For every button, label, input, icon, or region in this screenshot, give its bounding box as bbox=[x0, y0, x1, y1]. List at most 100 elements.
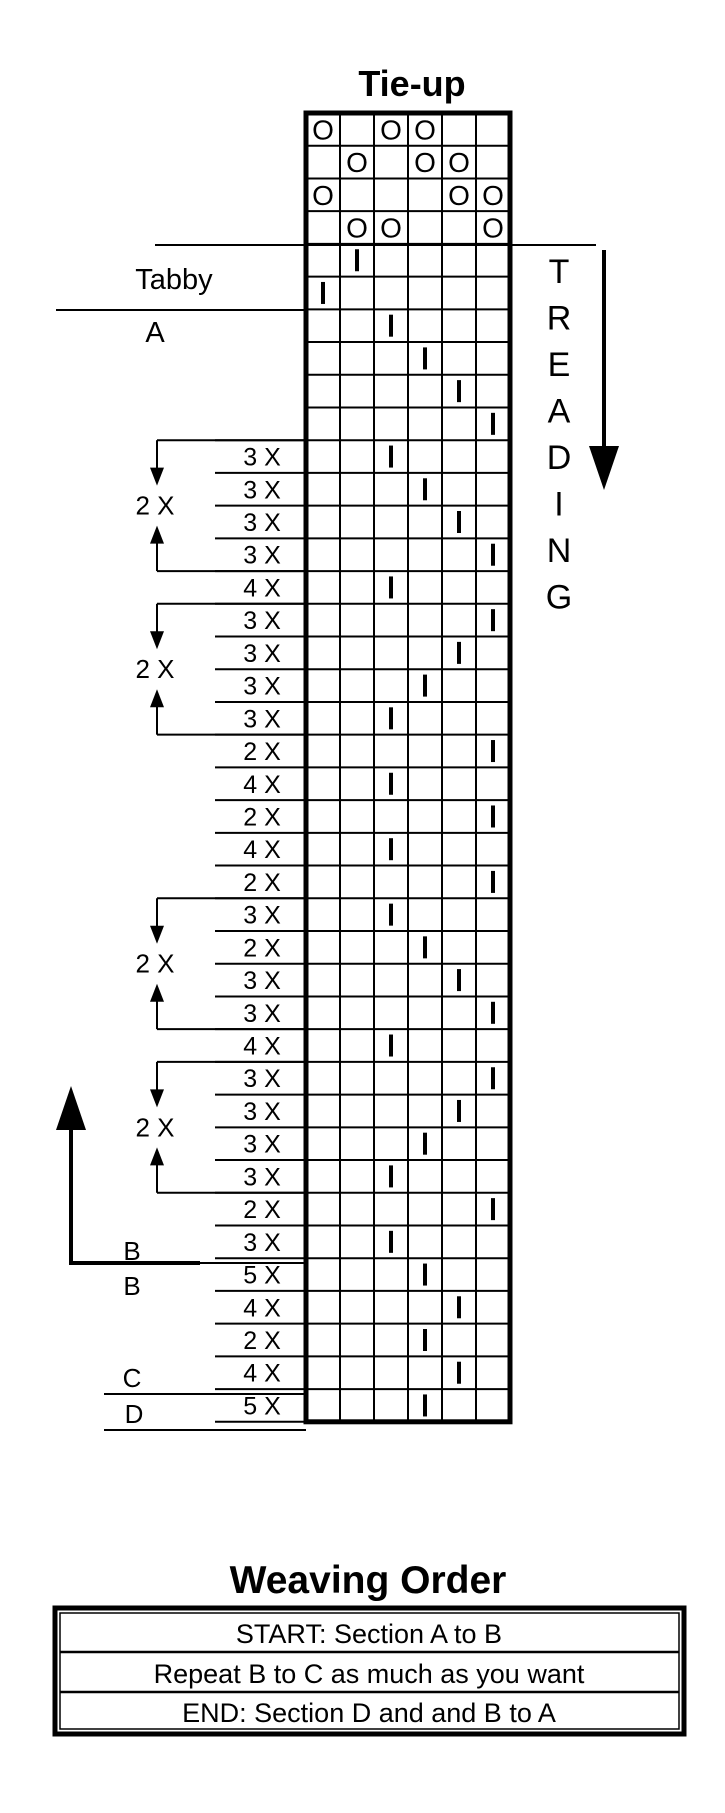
treadle-mark bbox=[457, 1099, 461, 1122]
repeat-group-bracket: 2 X bbox=[135, 602, 304, 736]
repeat-count-label: 2 X bbox=[243, 869, 281, 897]
treadling-letter: A bbox=[548, 393, 571, 431]
repeat-count-label: 3 X bbox=[243, 1000, 281, 1028]
repeat-count-label: 3 X bbox=[243, 967, 281, 995]
repeat-group-label: 2 X bbox=[135, 654, 174, 684]
treadle-mark bbox=[389, 1034, 393, 1057]
repeat-count-label: 3 X bbox=[243, 902, 281, 930]
treadling-marks bbox=[321, 249, 495, 1417]
repeat-count-label: 3 X bbox=[243, 509, 281, 537]
treadle-mark bbox=[491, 740, 495, 763]
treadle-mark bbox=[491, 412, 495, 435]
repeat-count-label: 2 X bbox=[243, 1196, 281, 1224]
section-b-label-upper: B bbox=[123, 1236, 140, 1266]
tieup-mark: O bbox=[346, 147, 368, 178]
weaving-order-title: Weaving Order bbox=[230, 1559, 507, 1602]
tieup-mark: O bbox=[380, 213, 402, 244]
repeat-count-label: 4 X bbox=[243, 1033, 281, 1061]
treadle-mark bbox=[423, 1329, 427, 1351]
repeat-count-label: 3 X bbox=[243, 542, 281, 570]
treadle-mark bbox=[423, 478, 427, 501]
repeat-count-label: 3 X bbox=[243, 607, 281, 635]
treadling-letter: N bbox=[547, 532, 572, 570]
treadle-mark bbox=[389, 838, 393, 861]
treadle-mark bbox=[491, 805, 495, 828]
repeat-count-label: 4 X bbox=[243, 1294, 281, 1322]
treadling-letter: T bbox=[549, 253, 570, 291]
treadle-mark bbox=[423, 1394, 427, 1417]
repeat-group-bracket: 2 X bbox=[135, 439, 304, 573]
weaving-order-box bbox=[52, 1605, 687, 1737]
section-c-label: C bbox=[123, 1363, 142, 1393]
draft-grid bbox=[303, 110, 513, 1425]
repeat-group-bracket: 2 X bbox=[135, 897, 304, 1031]
repeat-count-label: 5 X bbox=[243, 1262, 281, 1290]
weaving-order-row-repeat: Repeat B to C as much as you want bbox=[154, 1659, 585, 1689]
repeat-group-bracket: 2 X bbox=[135, 1060, 304, 1194]
treadle-mark bbox=[389, 707, 393, 730]
repeat-count-label: 3 X bbox=[243, 1229, 281, 1257]
treadling-letter: E bbox=[548, 346, 571, 384]
treadle-mark bbox=[389, 314, 393, 337]
treadle-mark bbox=[321, 281, 325, 304]
treadle-mark bbox=[389, 1165, 393, 1188]
repeat-count-label: 3 X bbox=[243, 476, 281, 504]
treadle-mark bbox=[389, 903, 393, 926]
tieup-mark: O bbox=[346, 213, 368, 244]
repeat-count-label: 3 X bbox=[243, 1098, 281, 1126]
repeat-count-label: 2 X bbox=[243, 934, 281, 962]
tieup-mark: O bbox=[448, 147, 470, 178]
weaving-order-row-start: START: Section A to B bbox=[236, 1619, 502, 1649]
tieup-mark: O bbox=[448, 180, 470, 211]
treadle-mark bbox=[389, 772, 393, 795]
repeat-group-label: 2 X bbox=[135, 491, 174, 521]
repeat-count-label: 3 X bbox=[243, 705, 281, 733]
treadle-mark bbox=[491, 609, 495, 632]
treadle-mark bbox=[423, 936, 427, 959]
tieup-mark: O bbox=[482, 180, 504, 211]
repeat-count-label: 3 X bbox=[243, 673, 281, 701]
section-b-label-lower: B bbox=[123, 1271, 140, 1301]
tieup-title: Tie-up bbox=[358, 63, 465, 104]
tieup-mark: O bbox=[414, 114, 436, 145]
repeat-count-label: 4 X bbox=[243, 836, 281, 864]
treadle-mark bbox=[491, 1198, 495, 1221]
treadle-mark bbox=[491, 1067, 495, 1090]
treadle-mark bbox=[389, 576, 393, 599]
repeat-count-label: 3 X bbox=[243, 1163, 281, 1191]
tieup-mark: O bbox=[312, 114, 334, 145]
treadle-mark bbox=[389, 1230, 393, 1253]
treadle-mark bbox=[457, 641, 461, 664]
section-a-label: A bbox=[145, 317, 165, 349]
tieup-mark: O bbox=[482, 213, 504, 244]
repeat-count-label: 3 X bbox=[243, 640, 281, 668]
treadle-mark bbox=[423, 674, 427, 697]
tieup-mark: O bbox=[380, 114, 402, 145]
treadle-mark bbox=[423, 347, 427, 370]
treadling-letter: I bbox=[554, 486, 563, 524]
treadling-letter: D bbox=[547, 439, 572, 477]
treadle-mark bbox=[423, 1263, 427, 1286]
treadle-mark bbox=[457, 511, 461, 533]
treadling-letter: G bbox=[546, 579, 572, 617]
repeat-count-label: 2 X bbox=[243, 803, 281, 831]
treadle-mark bbox=[457, 380, 461, 403]
treadle-mark bbox=[491, 870, 495, 893]
repeat-count-label: 5 X bbox=[243, 1392, 281, 1420]
repeat-group-brackets: 2 X 2 X 2 X 2 X bbox=[135, 439, 304, 1194]
treadle-mark bbox=[457, 1361, 461, 1384]
return-up-arrow bbox=[56, 1086, 200, 1265]
tabby-label: Tabby bbox=[135, 264, 213, 296]
repeat-count-label: 4 X bbox=[243, 771, 281, 799]
repeat-count-label: 2 X bbox=[243, 738, 281, 766]
repeat-count-labels: 3 X 3 X 3 X 3 X 4 X 3 X 3 X 3 X 3 X 2 X 4 X 2 X 4 X 2… bbox=[215, 439, 306, 1423]
repeat-count-label: 3 X bbox=[243, 1131, 281, 1159]
treadle-mark bbox=[457, 1296, 461, 1319]
treadling-letter: R bbox=[547, 300, 572, 338]
treadle-mark bbox=[491, 1001, 495, 1024]
repeat-count-label: 4 X bbox=[243, 1360, 281, 1388]
repeat-count-label: 3 X bbox=[243, 1065, 281, 1093]
repeat-group-label: 2 X bbox=[135, 1112, 174, 1142]
repeat-count-label: 2 X bbox=[243, 1327, 281, 1355]
